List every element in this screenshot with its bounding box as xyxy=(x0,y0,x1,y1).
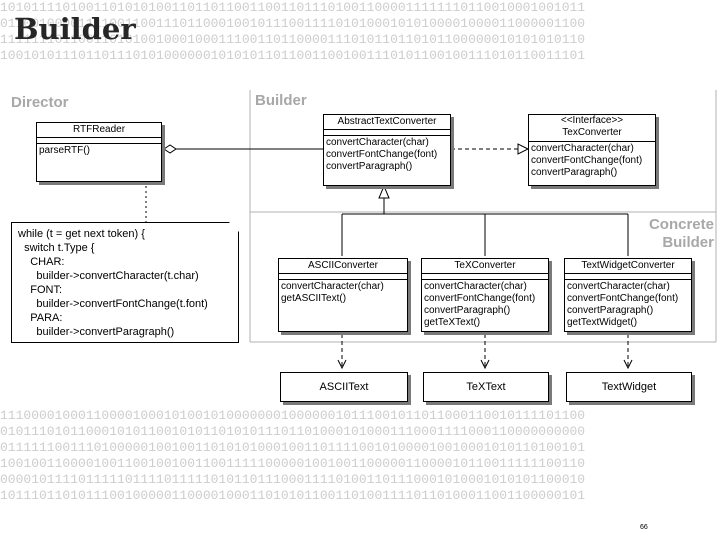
binary-line: 0101110101100010101100101011010101110110… xyxy=(0,424,586,439)
binary-line: 1111111011001101010010001000111001101100… xyxy=(0,32,586,47)
note-line: builder->convertCharacter(t.char) xyxy=(18,270,199,282)
class-operations: parseRTF() xyxy=(37,144,161,158)
class-attributes xyxy=(279,274,407,280)
note-line: PARA: xyxy=(18,312,63,324)
class-attributes xyxy=(422,274,548,280)
class-operations: convertCharacter(char) convertFontChange… xyxy=(565,280,691,330)
class-rtfreader: RTFReader parseRTF() xyxy=(36,122,162,182)
create-arrow xyxy=(623,359,633,370)
binary-line: 1010111101001101010100110110110011001101… xyxy=(0,0,586,15)
uml-diagram: Director Builder Concrete Builder RTFRea… xyxy=(0,86,720,408)
operation: getTextWidget() xyxy=(567,317,638,328)
region-label-builder: Builder xyxy=(255,92,307,109)
operation: convertParagraph() xyxy=(531,167,618,178)
class-operations: convertCharacter(char) convertFontChange… xyxy=(529,142,655,180)
operation: convertCharacter(char) xyxy=(567,281,670,292)
operation: convertFontChange(font) xyxy=(424,293,536,304)
product-asciitext: ASCIIText xyxy=(280,372,408,402)
class-operations: convertCharacter(char) getASCIIText() xyxy=(279,280,407,306)
class-operations: convertCharacter(char) convertFontChange… xyxy=(422,280,548,330)
product-textext: TeXText xyxy=(423,372,549,402)
class-name: AbstractTextConverter xyxy=(324,115,450,130)
background-binary-bottom: 1110000100011000010001010010100000001000… xyxy=(0,408,720,538)
product-textwidget: TextWidget xyxy=(566,372,692,402)
class-texconverter: TeXConverter convertCharacter(char) conv… xyxy=(421,258,549,332)
binary-line: 0111111001110100000100100110101010001001… xyxy=(0,440,586,455)
note-line: builder->convertFontChange(t.font) xyxy=(18,298,208,310)
binary-line: 1011101101011100100000110000100011010101… xyxy=(0,488,586,503)
inheritance-arrow xyxy=(378,184,390,199)
note-line: FONT: xyxy=(18,284,62,296)
region-label-director: Director xyxy=(11,94,69,111)
class-attributes xyxy=(565,274,691,280)
region-label-concrete-builder: Concrete Builder xyxy=(648,216,714,251)
operation: parseRTF() xyxy=(39,145,90,156)
note-line: switch t.Type { xyxy=(18,242,95,254)
binary-line: 1001010111011011101010000001010101101100… xyxy=(0,48,586,63)
class-operations: convertCharacter(char) convertFontChange… xyxy=(324,136,450,174)
operation: convertCharacter(char) xyxy=(531,143,634,154)
binary-line: 1110000100011000010001010010100000001000… xyxy=(0,408,586,423)
note-line: CHAR: xyxy=(18,256,65,268)
operation: convertFontChange(font) xyxy=(567,293,679,304)
realization-arrow xyxy=(517,143,530,155)
class-name: ASCIIConverter xyxy=(279,259,407,274)
note-line: builder->convertParagraph() xyxy=(18,326,175,338)
operation: convertCharacter(char) xyxy=(281,281,384,292)
operation: convertParagraph() xyxy=(424,305,511,316)
operation: convertCharacter(char) xyxy=(424,281,527,292)
operation: convertParagraph() xyxy=(567,305,654,316)
class-name: RTFReader xyxy=(37,123,161,138)
class-asciiconverter: ASCIIConverter convertCharacter(char) ge… xyxy=(278,258,408,332)
class-textwidgetconverter: TextWidgetConverter convertCharacter(cha… xyxy=(564,258,692,332)
class-name: TeXConverter xyxy=(422,259,548,274)
operation: getASCIIText() xyxy=(281,293,347,304)
create-arrow xyxy=(337,359,347,370)
class-attributes xyxy=(324,130,450,136)
operation: convertCharacter(char) xyxy=(326,137,429,148)
background-binary-top: 1010111101001101010100110110110011001101… xyxy=(0,0,720,84)
binary-line: 1001001100001001100100100110011111000001… xyxy=(0,456,586,471)
operation: convertParagraph() xyxy=(326,161,413,172)
slide-title: Builder xyxy=(14,12,136,46)
note-line: while (t = get next token) { xyxy=(18,228,145,240)
binary-line: 0110010000111100110011101100010010111001… xyxy=(0,16,586,31)
page-number: 66 xyxy=(640,524,648,531)
pseudocode-note: while (t = get next token) { switch t.Ty… xyxy=(11,222,239,343)
class-abstracttextconverter: AbstractTextConverter convertCharacter(c… xyxy=(323,114,451,186)
operation: convertFontChange(font) xyxy=(531,155,643,166)
class-attributes xyxy=(37,138,161,144)
create-arrow xyxy=(480,359,490,370)
class-name: TextWidgetConverter xyxy=(565,259,691,274)
aggregation-diamond xyxy=(163,144,177,154)
operation: getTeXText() xyxy=(424,317,481,328)
binary-line: 0000101111011111011110111110101101110001… xyxy=(0,472,586,487)
interface-texconverter: <<Interface>> TexConverter convertCharac… xyxy=(528,114,656,186)
class-name: <<Interface>> TexConverter xyxy=(529,115,655,142)
operation: convertFontChange(font) xyxy=(326,149,438,160)
